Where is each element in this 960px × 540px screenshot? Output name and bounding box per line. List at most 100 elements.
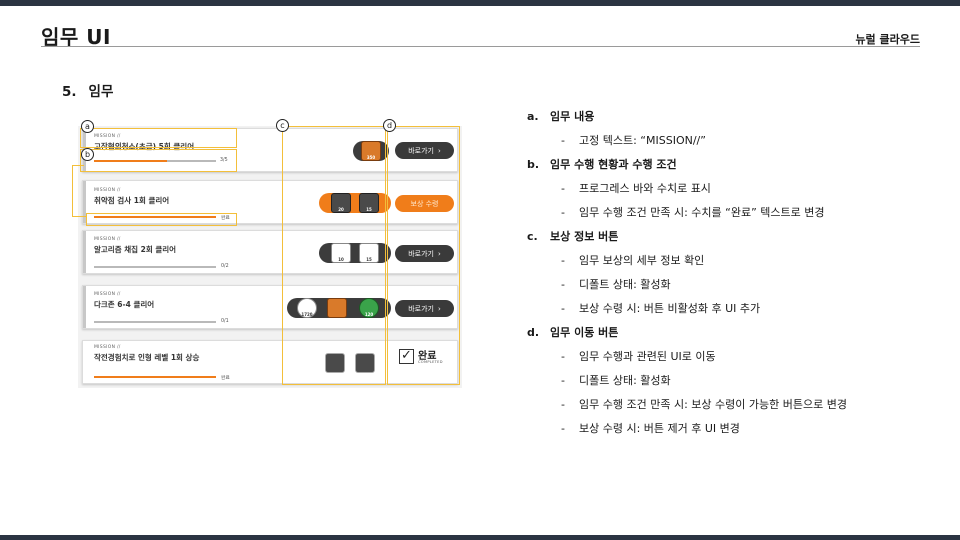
desc-point: - 임무 수행 조건 만족 시: 수치를 “완료” 텍스트로 변경 (527, 206, 947, 230)
point-text: 임무 수행 조건 만족 시: 수치를 “완료” 텍스트로 변경 (579, 206, 825, 219)
brand-name: 뉴럴 클라우드 (855, 33, 920, 46)
point-text: 디폴트 상태: 활성화 (579, 278, 671, 291)
desc-point: - 임무 수행과 관련된 UI로 이동 (527, 350, 947, 374)
progress-bar (94, 266, 216, 268)
reward-item-icon: 120 (359, 298, 379, 318)
reward-info-button[interactable]: 10 15 (319, 243, 391, 263)
mission-label: MISSION // (94, 134, 121, 139)
claim-reward-button[interactable]: 보상 수령 (395, 195, 454, 212)
point-text: 임무 수행 조건 만족 시: 보상 수령이 가능한 버튼으로 변경 (579, 398, 847, 411)
reward-item-icon (325, 353, 345, 373)
go-button[interactable]: 바로가기› (395, 245, 454, 262)
progress-fill (94, 216, 216, 218)
desc-item-c: c.보상 정보 버튼 (527, 230, 947, 254)
bracket-line (72, 216, 86, 217)
desc-point: - 보상 수령 시: 버튼 비활성화 후 UI 추가 (527, 302, 947, 326)
mission-label: MISSION // (94, 292, 121, 297)
reward-item-icon: 20 (331, 193, 351, 213)
bullet-dash: - (561, 206, 565, 219)
progress-bar (94, 376, 216, 378)
item-heading: 임무 수행 현황과 수행 조건 (550, 158, 677, 171)
item-key: a. (527, 110, 539, 123)
highlight-reward-column (282, 126, 386, 385)
highlight-go-column (387, 126, 460, 385)
go-button[interactable]: 바로가기› (395, 300, 454, 317)
desc-point: - 디폴트 상태: 활성화 (527, 374, 947, 398)
mission-row-2: MISSION // 취약점 검사 1회 클리어 완료 20 15 보상 수령 (82, 180, 458, 224)
point-text: 프로그레스 바와 수치로 표시 (579, 182, 711, 195)
section-number: 5. (62, 84, 77, 100)
mission-name: 알고리즘 채집 2회 클리어 (94, 245, 177, 254)
reward-item-icon (327, 298, 347, 318)
mission-panel: MISSION // 고장협의청소(초급) 5회 클리어 3/5 350 바로가… (72, 118, 462, 388)
progress-text: 완료 (221, 216, 230, 221)
chevron-right-icon: › (437, 146, 441, 155)
bullet-dash: - (561, 398, 565, 411)
top-bar (0, 0, 960, 6)
row-accent (83, 231, 86, 273)
item-heading: 임무 내용 (550, 110, 595, 123)
mission-label: MISSION // (94, 188, 121, 193)
header-divider (41, 46, 920, 47)
mission-row-5: MISSION // 작전경험치로 인형 레벨 1회 상승 완료 ✓ 완료 CO… (82, 340, 458, 384)
completed-sublabel: COMPLETED (418, 360, 443, 364)
item-key: c. (527, 230, 538, 243)
mission-name: 다크존 6-4 클리어 (94, 300, 155, 309)
desc-point: -고정 텍스트: “MISSION//” (527, 134, 947, 158)
go-button[interactable]: 바로가기› (395, 142, 454, 159)
badge-b: b (81, 148, 94, 161)
desc-item-d: d.임무 이동 버튼 (527, 326, 947, 350)
reward-count: 20 (338, 207, 344, 212)
section-title: 임무 (88, 84, 114, 100)
point-text: 임무 보상의 세부 정보 확인 (579, 254, 705, 267)
chevron-right-icon: › (437, 304, 441, 313)
reward-info-button[interactable]: 350 (353, 141, 389, 161)
bullet-dash: - (561, 182, 565, 195)
bullet-dash: - (561, 374, 565, 387)
desc-item-b: b. 임무 수행 현황과 수행 조건 (527, 158, 947, 182)
description-list: a.임무 내용 -고정 텍스트: “MISSION//” b.임무 수행 현황과… (527, 110, 947, 446)
bracket-line (72, 165, 73, 217)
bullet-dash: - (561, 422, 565, 435)
reward-item-icon: 1720 (297, 298, 317, 318)
mission-name: 작전경험치로 인형 레벨 1회 상승 (94, 353, 200, 362)
point-text: 고정 텍스트: “MISSION//” (579, 134, 706, 147)
item-key: b. (527, 158, 540, 171)
item-key: d. (527, 326, 540, 339)
mission-row-3: MISSION // 알고리즘 채집 2회 클리어 0/2 10 15 바로가기… (82, 230, 458, 274)
row-accent (83, 286, 86, 328)
reward-count: 350 (366, 155, 376, 160)
bullet-dash: - (561, 278, 565, 291)
reward-info-button[interactable]: 20 15 (319, 193, 391, 213)
page-title: 임무 UI (41, 25, 111, 49)
progress-bar (94, 160, 216, 162)
mission-name: 취약점 검사 1회 클리어 (94, 196, 170, 205)
progress-text: 0/1 (221, 319, 229, 324)
mission-row-4: MISSION // 다크존 6-4 클리어 0/1 1720 120 바로가기… (82, 285, 458, 329)
mission-row-1: MISSION // 고장협의청소(초급) 5회 클리어 3/5 350 바로가… (82, 128, 458, 172)
desc-point: - 디폴트 상태: 활성화 (527, 278, 947, 302)
point-text: 보상 수령 시: 버튼 비활성화 후 UI 추가 (579, 302, 761, 315)
bullet-dash: - (561, 302, 565, 315)
section-heading: 5. 임무 (62, 80, 113, 100)
point-text: 디폴트 상태: 활성화 (579, 374, 671, 387)
go-button-label: 바로가기 (408, 304, 434, 313)
bullet-dash: - (561, 350, 565, 363)
progress-text: 3/5 (220, 158, 228, 163)
progress-fill (94, 376, 216, 378)
progress-text: 완료 (221, 376, 230, 381)
highlight-progress-first (80, 149, 237, 172)
reward-count: 15 (366, 257, 372, 262)
reward-count: 15 (366, 207, 372, 212)
go-button-label: 바로가기 (408, 146, 434, 155)
completed-label: 완료 (418, 351, 437, 362)
reward-info-button[interactable]: 1720 120 (287, 298, 391, 318)
highlight-mission-text (80, 128, 237, 148)
point-text: 임무 수행과 관련된 UI로 이동 (579, 350, 716, 363)
desc-point: -보상 수령 시: 버튼 제거 후 UI 변경 (527, 422, 947, 446)
bottom-bar (0, 535, 960, 540)
badge-c: c (276, 119, 289, 132)
bullet-dash: - (561, 254, 565, 267)
mission-label: MISSION // (94, 237, 121, 242)
bracket-line (72, 165, 84, 166)
